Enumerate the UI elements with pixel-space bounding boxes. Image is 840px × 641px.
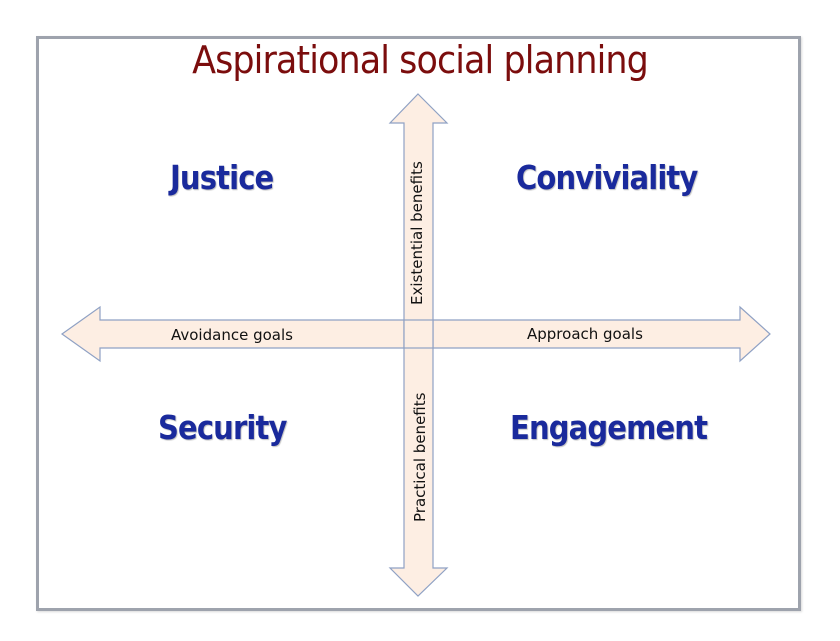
axis-label-avoidance: Avoidance goals (171, 326, 293, 344)
diagram-title: Aspirational social planning (192, 38, 649, 82)
quadrant-engagement: Engagement (510, 408, 708, 447)
quadrant-security: Security (158, 408, 287, 447)
quadrant-justice: Justice (170, 158, 274, 197)
axis-label-existential: Existential benefits (408, 161, 426, 305)
quadrant-conviviality: Conviviality (516, 158, 698, 197)
axis-label-approach: Approach goals (527, 325, 643, 343)
axis-label-practical: Practical benefits (411, 392, 429, 522)
axis-crossing (403, 319, 434, 349)
